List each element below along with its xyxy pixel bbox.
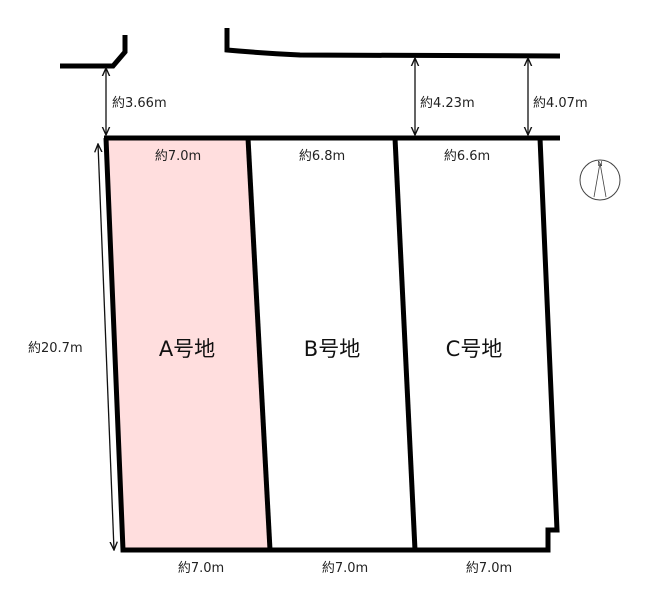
lot-c-area[interactable] xyxy=(395,138,557,550)
lot-a-bottom-width: 約7.0m xyxy=(178,561,224,576)
north-compass-icon: N xyxy=(579,159,621,201)
lot-a-area[interactable] xyxy=(106,138,270,550)
depth-arrow xyxy=(98,144,114,550)
lot-c-top-width: 約6.6m xyxy=(444,149,490,164)
depth-label: 約20.7m xyxy=(28,341,83,356)
road-width-label-3: 約4.07m xyxy=(533,96,588,111)
lot-b-bottom-width: 約7.0m xyxy=(322,561,368,576)
lot-b-top-width: 約6.8m xyxy=(299,149,345,164)
lot-b-label: B号地 xyxy=(304,337,360,361)
lot-outline xyxy=(103,137,560,553)
lot-c-bottom-width: 約7.0m xyxy=(466,561,512,576)
boundary-b-c xyxy=(392,137,418,551)
road-width-label-2: 約4.23m xyxy=(420,96,475,111)
lot-a-top-width: 約7.0m xyxy=(155,149,201,164)
lot-a-label: A号地 xyxy=(159,337,215,361)
boundary-a-b xyxy=(245,137,273,551)
lot-b-area[interactable] xyxy=(248,138,415,550)
compass-north-label: N xyxy=(597,160,602,168)
road-edge-right xyxy=(224,28,561,59)
road-width-label-1: 約3.66m xyxy=(112,96,167,111)
lot-c-label: C号地 xyxy=(446,337,503,361)
road-edge-left xyxy=(60,35,128,69)
